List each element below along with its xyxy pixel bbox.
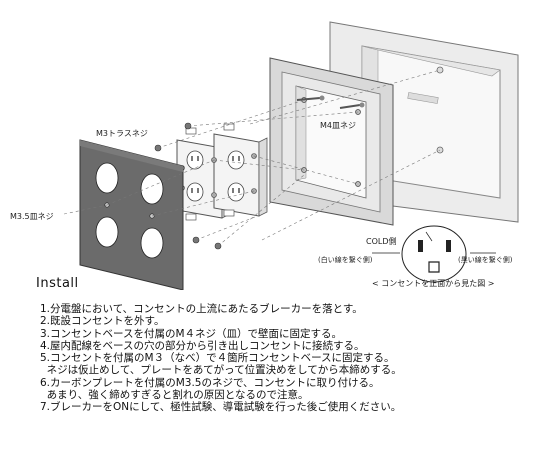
m4-screws [296,95,365,109]
label-m35-flat-screw: M3.5皿ネジ [10,212,54,221]
label-cold-side: COLD側 [366,236,397,246]
install-step: 5.コンセントを付属のM３（なべ）で４箇所コンセントベースに固定する。 [40,352,395,365]
receptacle-front-view [372,225,496,283]
guide-lines [63,69,441,247]
install-step: 6.カーボンプレートを付属のM3.5のネジで、コンセントに取り付ける。 [40,376,380,389]
install-step: あまり、強く締めすぎると割れの原因となるので注意。 [40,389,309,402]
install-step: 1.分電盤において、コンセントの上流にあたるブレーカーを落とす。 [40,303,363,315]
install-step: 2.既設コンセントを外す。 [40,315,165,328]
label-m3-truss-screw: M3トラスネジ [96,129,148,138]
carbon-plate [79,139,184,290]
install-step: 7.ブレーカーをONにして、極性試験、導電試験を行った後ご使用ください。 [40,401,402,414]
label-m4-flat-screw: M4皿ネジ [320,121,356,130]
outlet-base [269,57,394,226]
duplex-receptacles [176,123,268,221]
label-front-view: < コンセントを正面から見た図 > [372,279,495,288]
install-step: 4.屋内配線をベースの穴の部分から引き出しコンセントに接続する。 [40,339,365,352]
install-step: 3.コンセントベースを付属のM４ネジ（皿）で壁面に固定する。 [40,327,343,340]
install-step: ネジは仮止めして、プレートをあてがって位置決めをしてから本締めする。 [40,364,402,377]
install-title: Install [36,276,79,291]
label-black-wire: (黒い線を繋ぐ側) [458,255,513,264]
label-white-wire: (白い線を繋ぐ側) [318,255,373,264]
exploded-install-diagram: M3トラスネジ M4皿ネジ M3.5皿ネジ COLD側 (白い線を繋ぐ側) (黒… [10,21,519,290]
install-steps: 1.分電盤において、コンセントの上流にあたるブレーカーを落とす。2.既設コンセン… [40,303,535,414]
